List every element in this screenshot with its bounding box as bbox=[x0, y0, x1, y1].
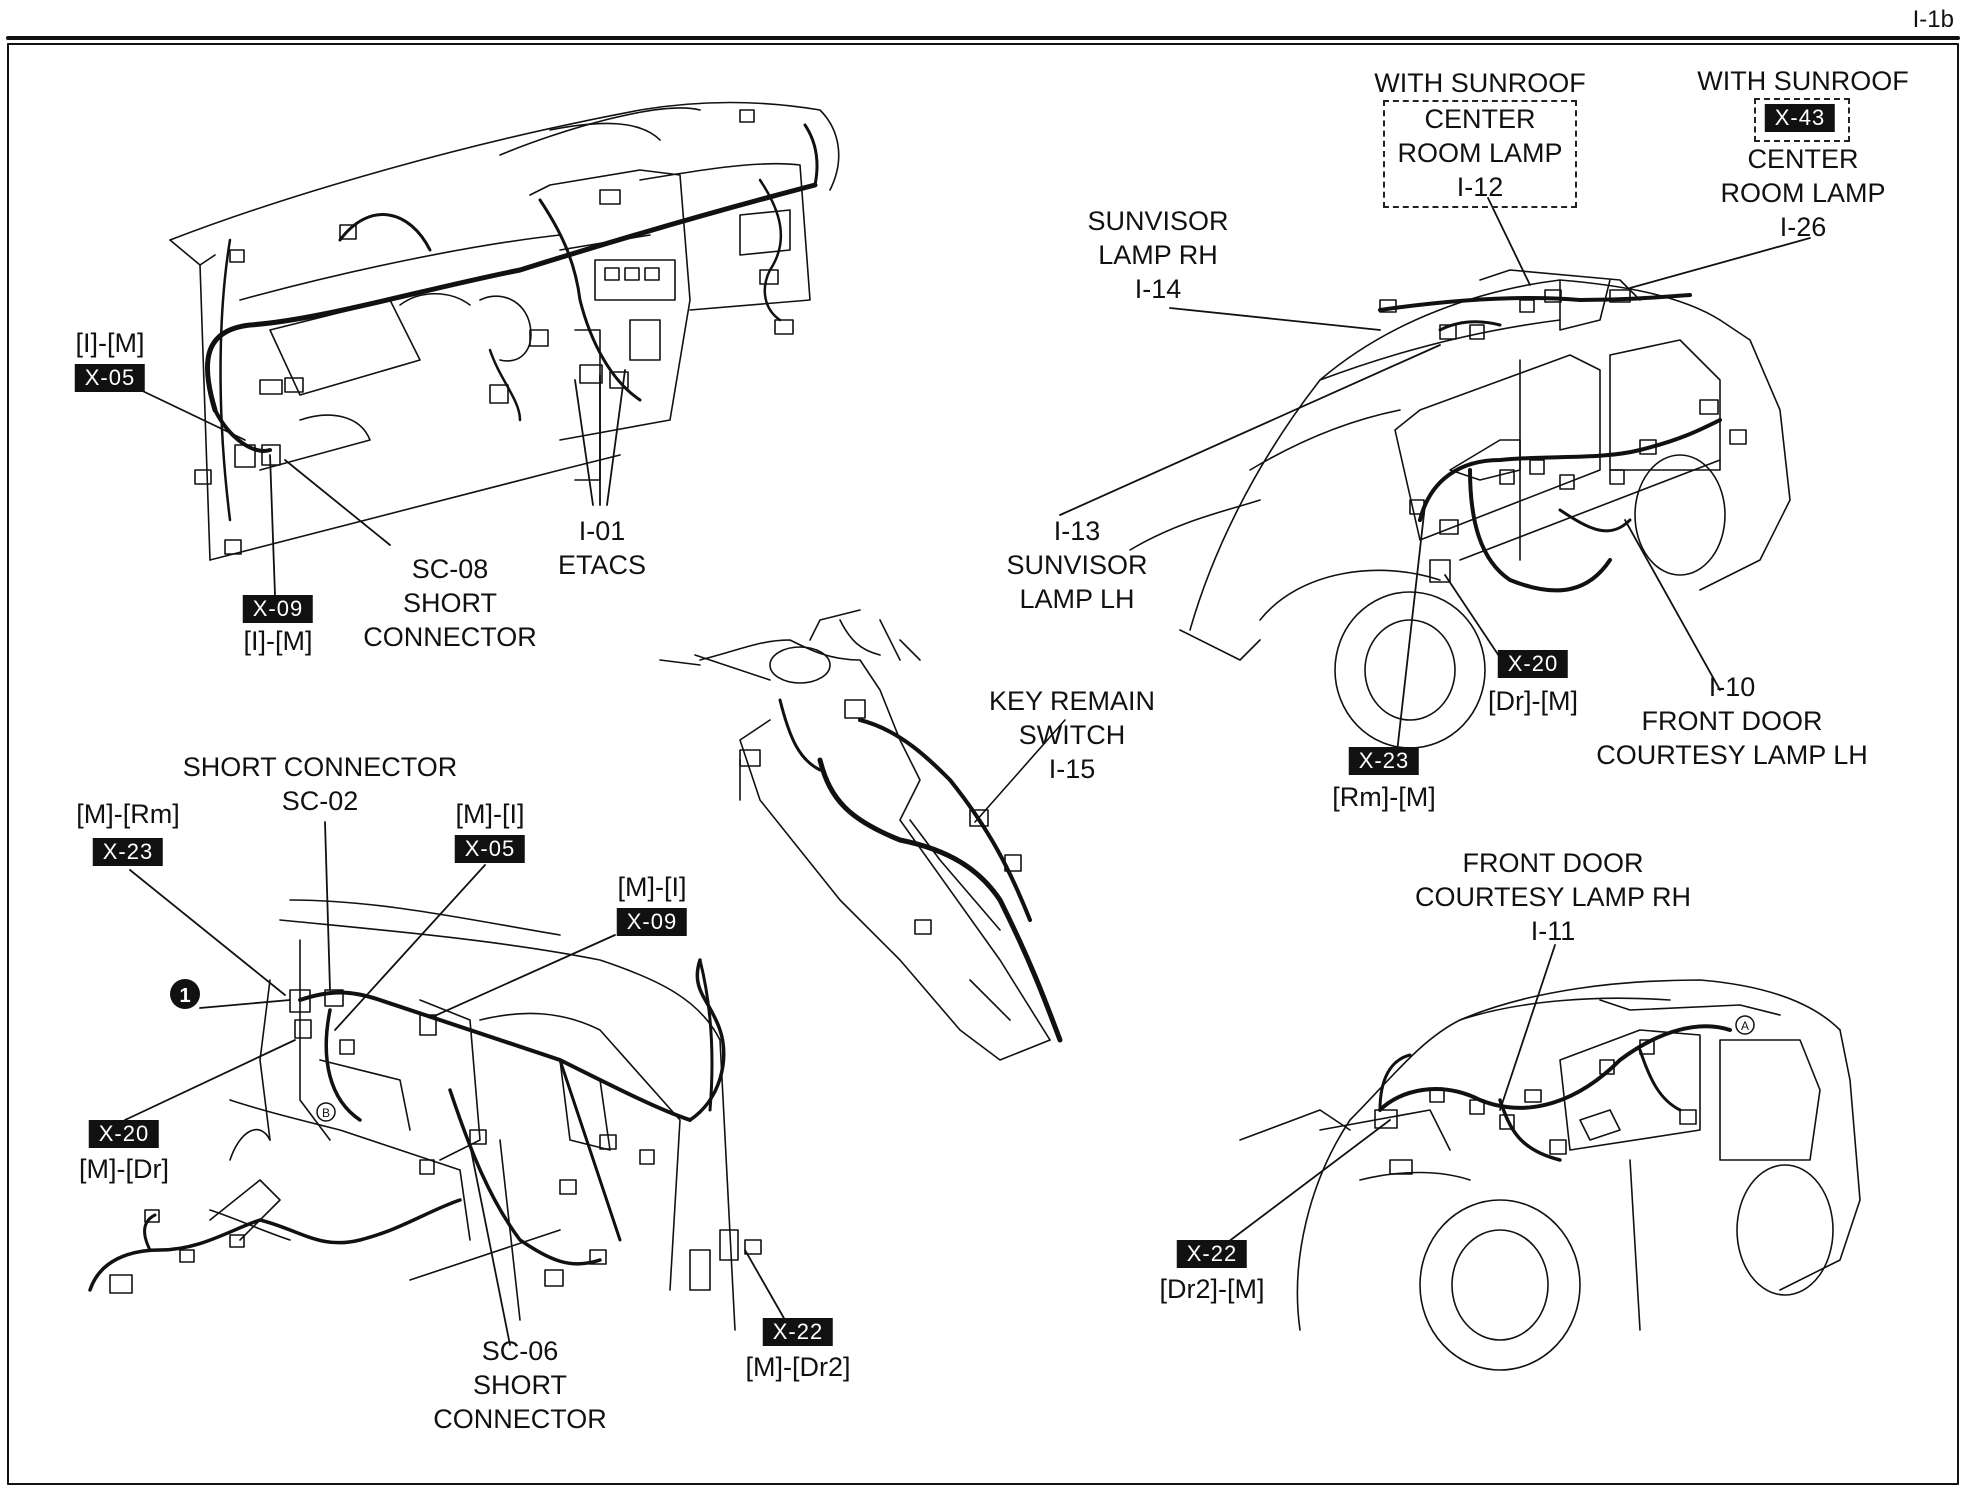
connector-tag-x23-left: X-23 bbox=[92, 838, 164, 866]
label-x09-im: [I]-[M] bbox=[243, 626, 313, 656]
label-key-remain-switch: KEY REMAIN SWITCH I-15 bbox=[988, 686, 1156, 784]
label-center-room-lamp-i26: CENTER ROOM LAMP I-26 bbox=[1720, 144, 1886, 242]
connector-tag-x22-left: X-22 bbox=[762, 1318, 834, 1346]
label-sunvisor-lamp-rh: SUNVISOR LAMP RH I-14 bbox=[1087, 206, 1229, 304]
label-im-top: [I]-[M] bbox=[75, 328, 145, 358]
marker-circle-one-label: 1 bbox=[179, 985, 190, 1007]
label-sunvisor-lamp-lh: I-13 SUNVISOR LAMP LH bbox=[1006, 516, 1148, 614]
marker-circle-b: B bbox=[316, 1102, 336, 1122]
connector-tag-x43: X-43 bbox=[1764, 104, 1836, 132]
rh-leaders bbox=[1219, 944, 1556, 1249]
label-m-i-x05: [M]-[I] bbox=[455, 799, 525, 829]
marker-circle-a-label: A bbox=[1741, 1019, 1749, 1033]
label-front-door-courtesy-lamp-lh: I-10 FRONT DOOR COURTESY LAMP LH bbox=[1596, 672, 1868, 770]
connector-tag-x09-top: X-09 bbox=[242, 595, 314, 623]
dashboard-leaders bbox=[129, 369, 626, 596]
sunroof-option-box-i12 bbox=[1383, 100, 1577, 208]
connector-tag-x23-right: X-23 bbox=[1348, 747, 1420, 775]
label-x23-rmm: [Rm]-[M] bbox=[1332, 782, 1436, 812]
roof-leaders bbox=[1059, 197, 1811, 771]
label-x20-drm: [Dr]-[M] bbox=[1488, 686, 1578, 716]
suv-roof-illustration bbox=[1129, 269, 1791, 749]
suv-side-illustration bbox=[1239, 979, 1861, 1371]
label-m-i-x09: [M]-[I] bbox=[617, 872, 687, 902]
marker-circle-a: A bbox=[1735, 1015, 1755, 1035]
connector-tag-x05-top: X-05 bbox=[74, 364, 146, 392]
connector-tag-x20-left: X-20 bbox=[88, 1120, 160, 1148]
label-sc08-short-connector: SC-08 SHORT CONNECTOR bbox=[363, 554, 537, 652]
label-center-room-lamp-i12: CENTER ROOM LAMP I-12 bbox=[1397, 104, 1563, 202]
page-number: I-1b bbox=[1912, 6, 1954, 33]
marker-circle-b-label: B bbox=[322, 1106, 330, 1120]
connector-tag-x09-bottom: X-09 bbox=[616, 908, 688, 936]
label-i01-etacs: I-01 ETACS bbox=[557, 516, 647, 580]
label-with-sunroof-i12: WITH SUNROOF bbox=[1374, 68, 1586, 98]
connector-tag-x20-right: X-20 bbox=[1497, 650, 1569, 678]
sunroof-option-box-x43 bbox=[1754, 98, 1850, 142]
page-frame bbox=[7, 43, 1959, 1485]
label-front-door-courtesy-lamp-rh: FRONT DOOR COURTESY LAMP RH I-11 bbox=[1414, 848, 1692, 946]
floor-console-illustration bbox=[88, 899, 762, 1331]
label-m-rm: [M]-[Rm] bbox=[76, 799, 180, 829]
steering-column-illustration bbox=[659, 609, 1066, 1061]
marker-circle-one: 1 bbox=[170, 979, 200, 1009]
connector-tag-x22-right: X-22 bbox=[1176, 1240, 1248, 1268]
connector-tag-x05-bottom: X-05 bbox=[454, 835, 526, 863]
dashboard-illustration bbox=[169, 101, 840, 561]
label-with-sunroof-x43: WITH SUNROOF bbox=[1697, 66, 1909, 96]
label-x22-mdr2: [M]-[Dr2] bbox=[745, 1352, 851, 1382]
floor-leaders bbox=[124, 821, 786, 1346]
label-sc06-short-connector: SC-06 SHORT CONNECTOR bbox=[433, 1336, 607, 1434]
label-short-connector-sc02: SHORT CONNECTOR SC-02 bbox=[182, 752, 458, 816]
label-x20-mdr: [M]-[Dr] bbox=[79, 1154, 169, 1184]
label-x22-dr2m: [Dr2]-[M] bbox=[1159, 1274, 1265, 1304]
